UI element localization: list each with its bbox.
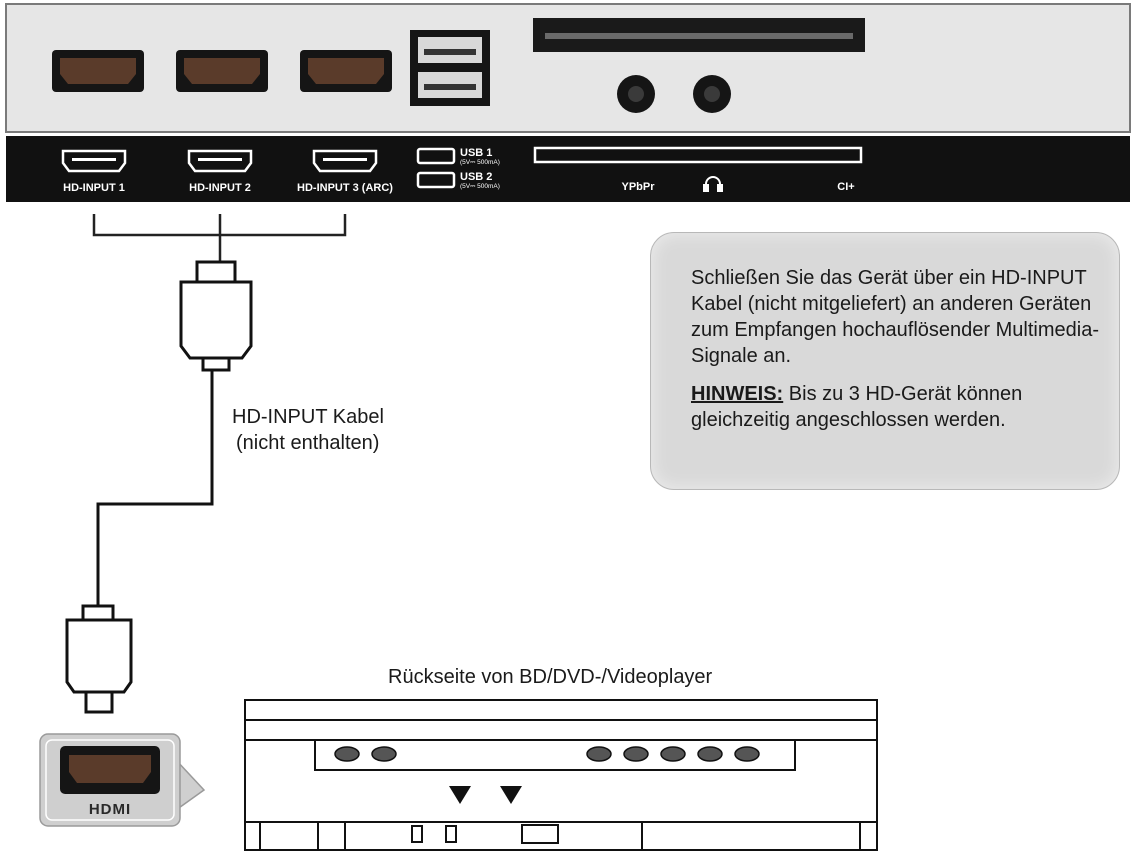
down-arrow-icons [449, 786, 522, 804]
down-arrow-icon-2 [500, 786, 522, 804]
ci-card-slot [533, 18, 865, 52]
tv-rear-panel [5, 3, 1131, 133]
player-caption: Rückseite von BD/DVD-/Videoplayer [388, 666, 713, 688]
hdmi-port-2 [176, 50, 268, 92]
ci-slot-outline [533, 146, 863, 164]
usb-port-stack [410, 30, 490, 106]
cable-label-line2: (nicht enthalten) [236, 432, 380, 454]
hdmi-port-3 [300, 50, 392, 92]
callout-instruction: Schließen Sie das Gerät über ein HD-INPU… [691, 267, 1099, 367]
hdmi-port-1 [52, 50, 144, 92]
headphone-icon [703, 176, 723, 192]
hdmi-outline-icon-2 [187, 149, 253, 173]
usb2-spec: (5V⎓ 500mA) [460, 183, 500, 190]
note-label: HINWEIS: [691, 383, 784, 405]
ypbpr-label: YPbPr [621, 181, 655, 193]
tv-label-strip: HD-INPUT 1 HD-INPUT 2 HD-INPUT 3 (ARC) U… [6, 136, 1130, 202]
port-bracket [92, 214, 347, 262]
hdmi-plug-bottom [65, 604, 133, 714]
info-callout: Schließen Sie das Gerät über ein HD-INPU… [650, 232, 1120, 490]
cable-label-line1: HD-INPUT Kabel [232, 406, 384, 428]
usb1-spec: (5V⎓ 500mA) [460, 159, 500, 166]
hdmi-outline-icon-3 [312, 149, 378, 173]
hdmi-plug-top [179, 260, 253, 372]
port-label-hd-input-2: HD-INPUT 2 [189, 182, 251, 194]
player-hdmi-badge: HDMI [39, 733, 206, 827]
port-label-hd-input-3: HD-INPUT 3 (ARC) [297, 182, 393, 194]
usb2-label: USB 2 [460, 171, 492, 183]
ypbpr-jack [617, 75, 655, 113]
hdmi-outline-icon-1 [61, 149, 127, 173]
hdmi-badge-label: HDMI [89, 801, 131, 818]
player-jacks [334, 746, 760, 762]
headphone-jack [693, 75, 731, 113]
note-text: Bis zu 3 HD-Gerät können gleichzeitig an… [691, 383, 1023, 431]
usb-outline-icon-1 [416, 147, 456, 165]
port-label-hd-input-1: HD-INPUT 1 [63, 182, 125, 194]
usb-outline-icon-2 [416, 171, 456, 189]
callout-note: HINWEIS: Bis zu 3 HD-Gerät können gleich… [691, 381, 1099, 433]
down-arrow-icon-1 [449, 786, 471, 804]
bd-dvd-player-back [244, 699, 878, 851]
hdmi-cable [96, 370, 214, 606]
usb1-label: USB 1 [460, 147, 492, 159]
hdmi-socket-icon [60, 746, 160, 794]
ci-label: CI+ [837, 181, 854, 193]
cable-label: HD-INPUT Kabel (nicht enthalten) [232, 404, 432, 456]
